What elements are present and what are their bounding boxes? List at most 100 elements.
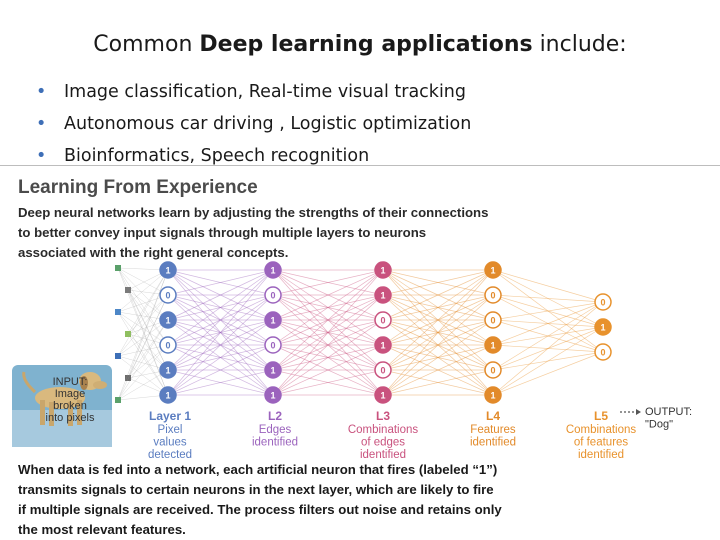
- connection-line: [272, 269, 384, 321]
- connection-line: [382, 344, 494, 396]
- dog-image-icon: [12, 365, 112, 447]
- connection-line: [272, 269, 384, 396]
- description-line: Deep neural networks learn by adjusting …: [18, 205, 489, 220]
- input-connection-line: [117, 294, 169, 401]
- connection-line: [382, 294, 494, 371]
- neuron: [594, 343, 612, 361]
- connection-line: [167, 319, 274, 371]
- connection-line: [167, 294, 274, 396]
- neuron: [374, 336, 392, 354]
- neuron: [159, 361, 177, 379]
- connection-line: [167, 294, 274, 396]
- input-connection-line: [117, 311, 169, 396]
- bullet-text: Image classification, Real-time visual t…: [64, 82, 467, 102]
- connection-line: [167, 344, 274, 396]
- network-labels: Layer 1PixelvaluesdetectedL2Edgesidentif…: [46, 376, 693, 461]
- connection-line: [272, 344, 384, 371]
- connection-line: [492, 301, 604, 346]
- connection-line: [382, 269, 494, 296]
- connection-line: [272, 294, 384, 396]
- connection-line: [167, 294, 274, 371]
- connection-line: [382, 294, 494, 396]
- connection-line: [492, 294, 604, 303]
- neuron: [159, 311, 177, 329]
- neuron-value: 1: [490, 391, 495, 401]
- input-pixel-markers: [115, 265, 169, 403]
- input-pixel: [125, 331, 131, 337]
- connection-line: [272, 344, 384, 371]
- connection-line: [272, 269, 384, 296]
- bullet-text: Autonomous car driving , Logistic optimi…: [64, 114, 472, 134]
- neuron-value: 0: [165, 291, 170, 301]
- neuron: [484, 311, 502, 329]
- layer-name: L5: [594, 409, 608, 423]
- connection-line: [492, 344, 604, 353]
- footer-line: When data is fed into a network, each ar…: [18, 462, 498, 477]
- footer-line: the most relevant features.: [18, 522, 186, 537]
- layer-caption: values: [153, 437, 186, 449]
- layer-caption: Features: [470, 424, 516, 436]
- neuron-value: 1: [270, 391, 275, 401]
- neuron-value: 0: [380, 316, 385, 326]
- neuron: [374, 361, 392, 379]
- layer-caption: Combinations: [348, 424, 419, 436]
- neuron-value: 0: [165, 341, 170, 351]
- input-connection-line: [117, 269, 169, 401]
- title-bold: Deep learning applications: [199, 32, 533, 57]
- connection-line: [272, 319, 384, 346]
- neuron: [264, 386, 282, 404]
- neuron-value: 0: [600, 348, 605, 358]
- connection-line: [492, 301, 604, 396]
- connection-line: [167, 269, 274, 321]
- connection-line: [167, 269, 274, 346]
- layer-caption: Edges: [259, 424, 292, 436]
- neuron: [594, 293, 612, 311]
- input-connection-line: [127, 294, 169, 379]
- neuron-value: 1: [380, 291, 385, 301]
- neuron: [264, 286, 282, 304]
- neuron: [594, 318, 612, 336]
- figure-title: Learning From Experience: [18, 177, 258, 198]
- neuron: [264, 361, 282, 379]
- input-connection-line: [117, 269, 169, 313]
- neuron: [484, 286, 502, 304]
- connection-line: [382, 319, 494, 396]
- input-connection-line: [127, 269, 169, 335]
- connection-line: [167, 369, 274, 396]
- input-connection-line: [117, 267, 169, 371]
- neuron-value: 0: [270, 341, 275, 351]
- connection-line: [167, 344, 274, 371]
- connection-line: [167, 269, 274, 396]
- neuron-value: 1: [165, 316, 170, 326]
- title-prefix: Common: [93, 32, 200, 57]
- connection-line: [382, 319, 494, 346]
- connection-line: [272, 294, 384, 371]
- connection-line: [492, 269, 604, 353]
- connection-line: [167, 269, 274, 296]
- connection-line: [167, 294, 274, 346]
- connection-line: [272, 294, 384, 321]
- layer-name: L2: [268, 409, 282, 423]
- connection-line: [167, 319, 274, 346]
- neuron: [159, 286, 177, 304]
- neuron: [374, 311, 392, 329]
- input-connection-line: [117, 267, 169, 321]
- connection-line: [272, 319, 384, 371]
- input-connection-line: [117, 355, 169, 396]
- neuron-value: 1: [270, 366, 275, 376]
- layer-caption: identified: [578, 449, 624, 461]
- connection-line: [272, 369, 384, 396]
- input-connection-line: [117, 311, 169, 371]
- input-connection-line: [127, 289, 169, 346]
- title-suffix: include:: [532, 32, 627, 57]
- figure-footer: When data is fed into a network, each ar…: [18, 460, 502, 540]
- bullet-dot-icon: •: [36, 82, 47, 102]
- connection-line: [492, 326, 604, 346]
- connection-line: [272, 269, 384, 346]
- input-connection-line: [117, 319, 169, 357]
- neuron-value: 1: [165, 391, 170, 401]
- connection-line: [382, 319, 494, 346]
- neuron-value: 1: [165, 366, 170, 376]
- connection-line: [167, 269, 274, 371]
- layer-caption: identified: [252, 437, 298, 449]
